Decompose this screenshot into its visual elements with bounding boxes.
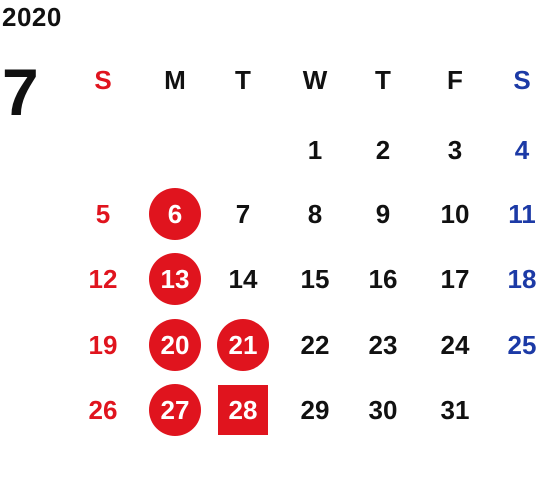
day-cell-18[interactable]: 18 [507, 264, 537, 294]
weekday-header-3: W [302, 65, 328, 95]
day-cell-30[interactable]: 30 [368, 395, 398, 425]
day-cell-29[interactable]: 29 [300, 395, 330, 425]
day-cell-31[interactable]: 31 [440, 395, 470, 425]
weekday-header-5: F [447, 65, 463, 95]
day-cell-6[interactable]: 6 [149, 188, 201, 240]
day-cell-16[interactable]: 16 [368, 264, 398, 294]
calendar-year: 2020 [2, 2, 62, 32]
day-cell-3[interactable]: 3 [447, 135, 463, 165]
day-cell-28[interactable]: 28 [218, 385, 268, 435]
day-cell-9[interactable]: 9 [375, 199, 391, 229]
day-cell-7[interactable]: 7 [235, 199, 251, 229]
day-cell-14[interactable]: 14 [228, 264, 258, 294]
day-cell-10[interactable]: 10 [440, 199, 470, 229]
day-cell-24[interactable]: 24 [440, 330, 470, 360]
day-cell-5[interactable]: 5 [95, 199, 111, 229]
day-cell-11[interactable]: 11 [508, 199, 536, 229]
day-cell-12[interactable]: 12 [88, 264, 118, 294]
weekday-header-0: S [94, 65, 112, 95]
day-cell-15[interactable]: 15 [300, 264, 330, 294]
day-cell-19[interactable]: 19 [88, 330, 118, 360]
day-cell-13[interactable]: 13 [149, 253, 201, 305]
day-cell-22[interactable]: 22 [300, 330, 330, 360]
day-cell-8[interactable]: 8 [307, 199, 323, 229]
day-cell-23[interactable]: 23 [368, 330, 398, 360]
weekday-header-1: M [164, 65, 186, 95]
day-cell-17[interactable]: 17 [440, 264, 470, 294]
day-cell-21[interactable]: 21 [217, 319, 269, 371]
calendar-month: 7 [2, 55, 39, 129]
weekday-header-6: S [513, 65, 531, 95]
weekday-header-2: T [235, 65, 251, 95]
day-cell-2[interactable]: 2 [375, 135, 391, 165]
day-cell-26[interactable]: 26 [88, 395, 118, 425]
day-cell-25[interactable]: 25 [507, 330, 537, 360]
day-cell-4[interactable]: 4 [514, 135, 530, 165]
day-cell-27[interactable]: 27 [149, 384, 201, 436]
weekday-header-4: T [375, 65, 391, 95]
day-cell-20[interactable]: 20 [149, 319, 201, 371]
day-cell-1[interactable]: 1 [307, 135, 323, 165]
